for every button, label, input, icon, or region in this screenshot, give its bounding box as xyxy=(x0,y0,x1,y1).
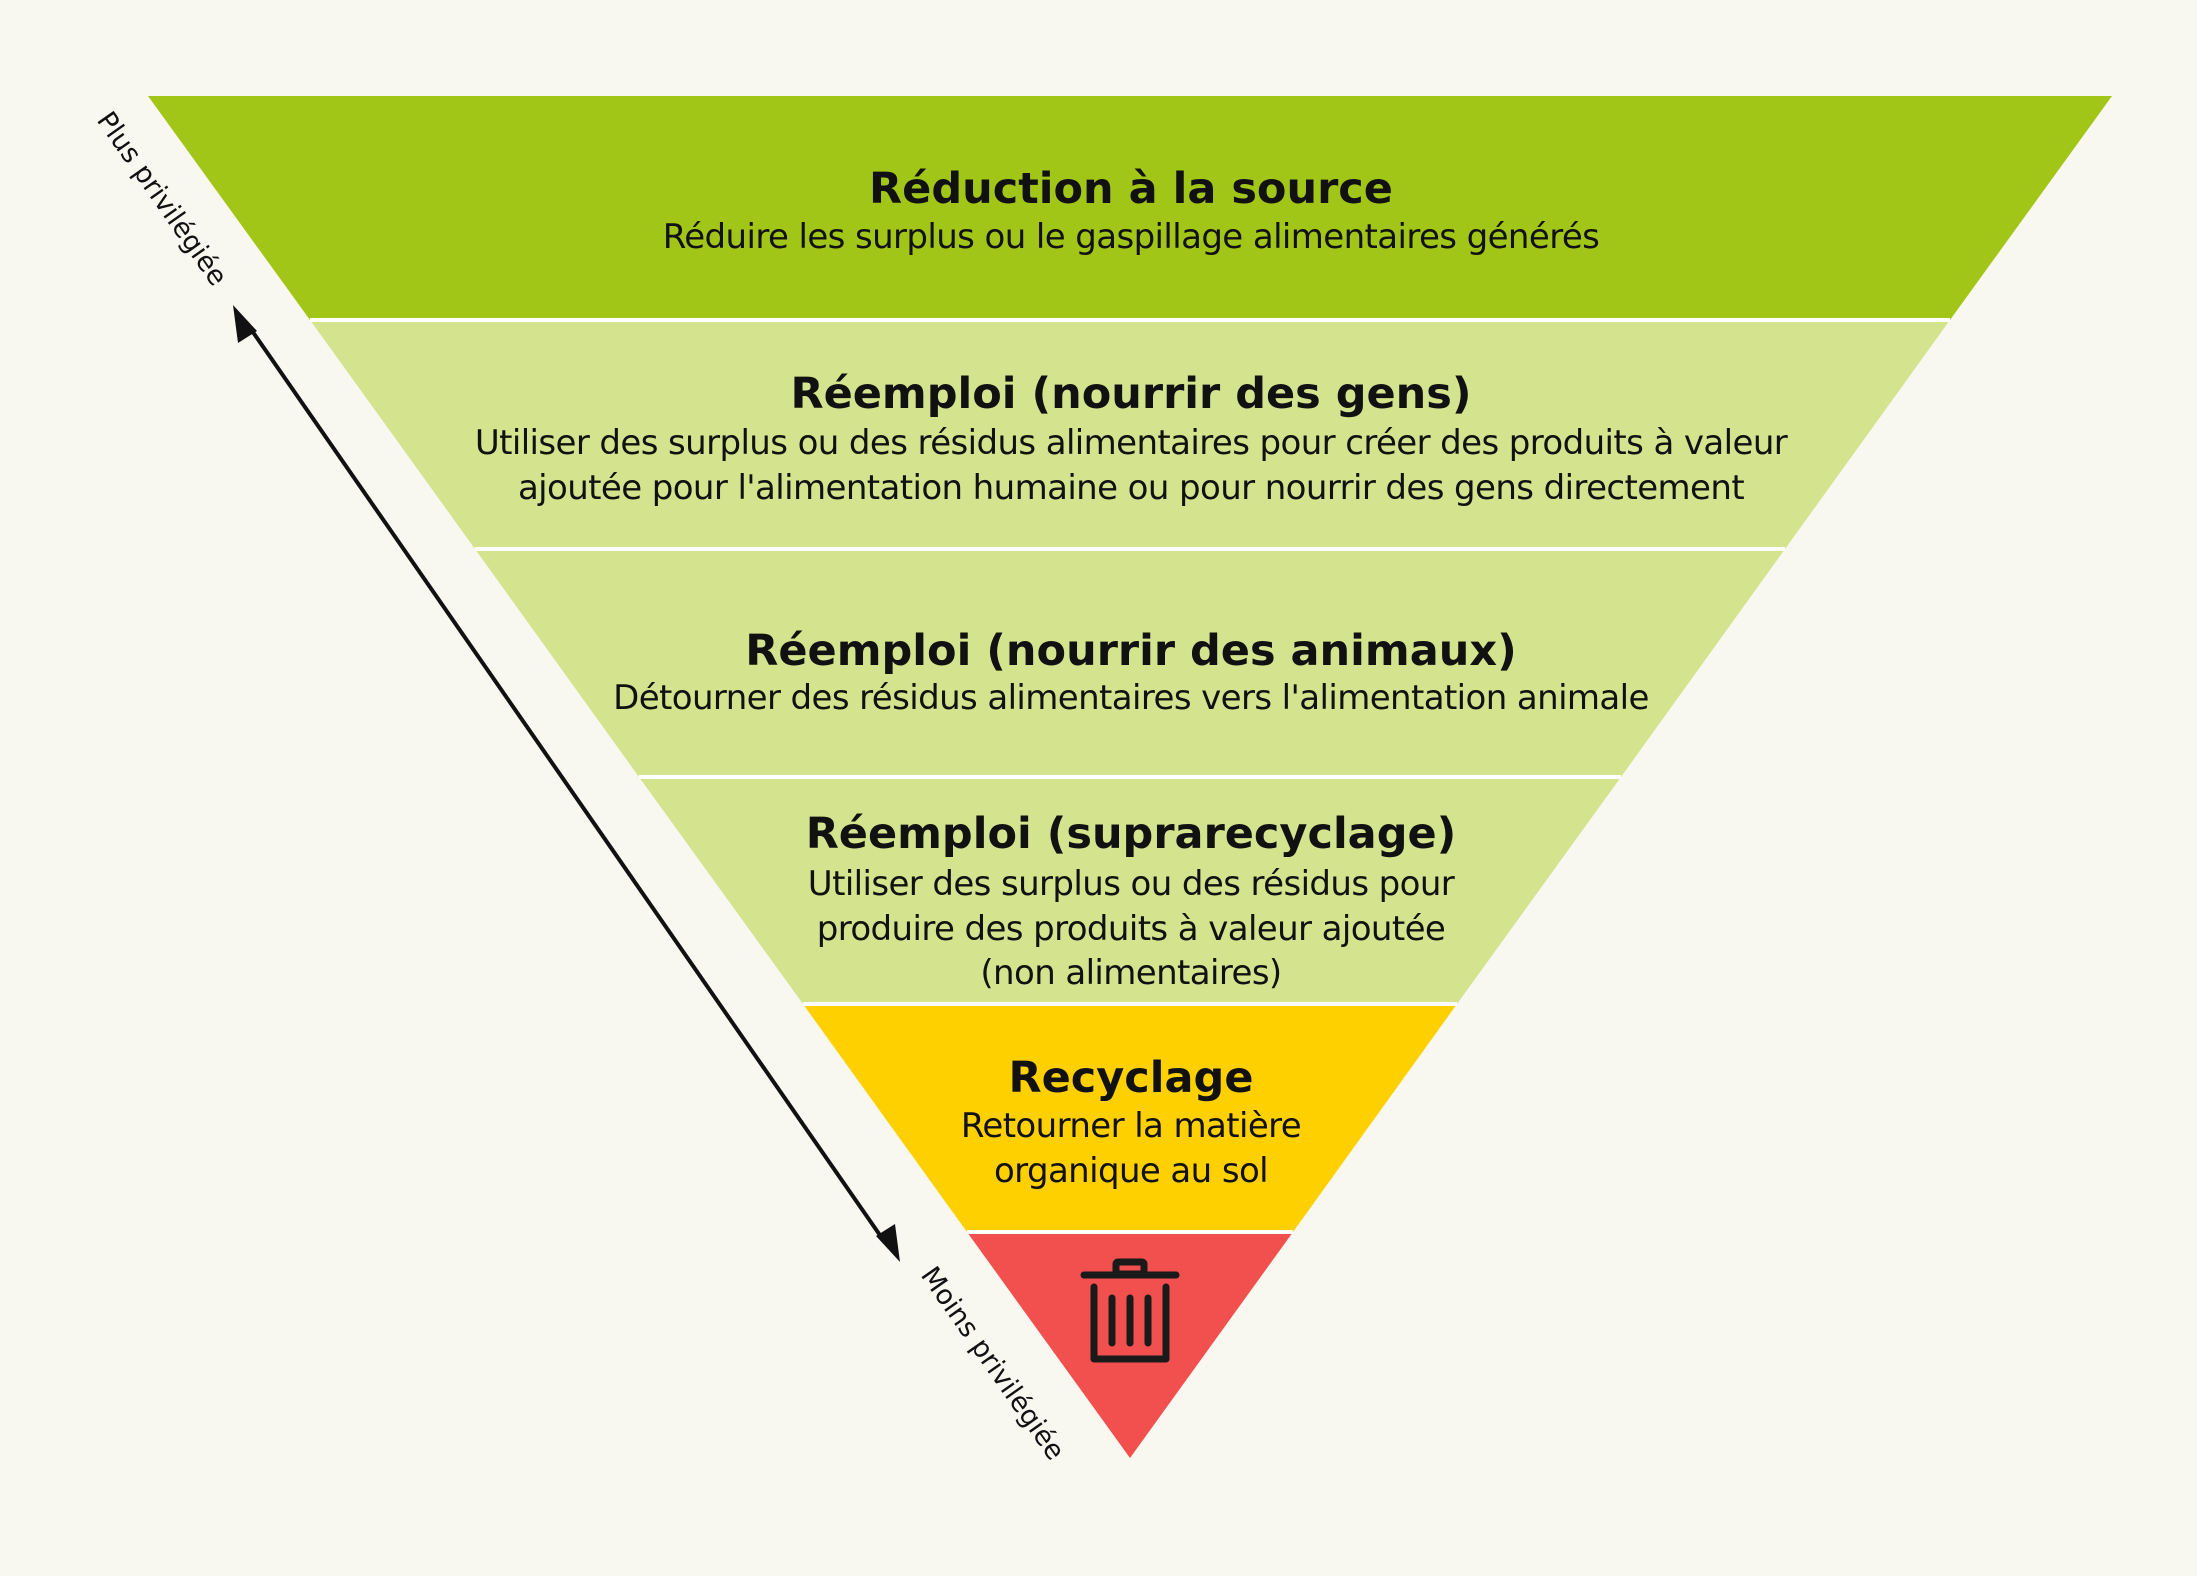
tier-reuse-people-description-line-2: ajoutée pour l'alimentation humaine ou p… xyxy=(518,468,1744,508)
tier-reuse-animals-shape xyxy=(475,549,1785,777)
priority-arrow xyxy=(233,305,900,1262)
tier-reuse-people-shape xyxy=(310,320,1950,549)
arrowhead-up-icon xyxy=(233,305,257,343)
tier-upcycling-description-line-2: produire des produits à valeur ajoutée xyxy=(817,909,1446,949)
tier-upcycling-description-line-1: Utiliser des surplus ou des résidus pour xyxy=(808,864,1455,904)
tier-reduction-title: Réduction à la source xyxy=(869,164,1393,214)
tier-upcycling-shape xyxy=(639,777,1621,1004)
trash-can-icon xyxy=(1080,1258,1180,1363)
tier-reuse-people-title: Réemploi (nourrir des gens) xyxy=(790,369,1471,419)
tier-recycling-shape xyxy=(803,1004,1457,1232)
tier-reduction-shape xyxy=(148,96,2112,320)
arrowhead-down-icon xyxy=(876,1224,900,1262)
tier-recycling-description-line-2: organique au sol xyxy=(994,1151,1268,1191)
tier-reduction-description: Réduire les surplus ou le gaspillage ali… xyxy=(663,217,1600,257)
tier-separators xyxy=(310,318,1950,1234)
tier-reuse-animals-description: Détourner des résidus alimentaires vers … xyxy=(613,678,1649,718)
tier-reuse-people-description-line-1: Utiliser des surplus ou des résidus alim… xyxy=(475,423,1788,463)
tier-recycling-title: Recyclage xyxy=(1009,1053,1254,1103)
tier-reuse-animals-title: Réemploi (nourrir des animaux) xyxy=(745,626,1516,676)
tier-upcycling-title: Réemploi (suprarecyclage) xyxy=(806,809,1457,859)
tier-upcycling-description-line-3: (non alimentaires) xyxy=(980,953,1281,993)
tier-recycling-description-line-1: Retourner la matière xyxy=(961,1106,1301,1146)
